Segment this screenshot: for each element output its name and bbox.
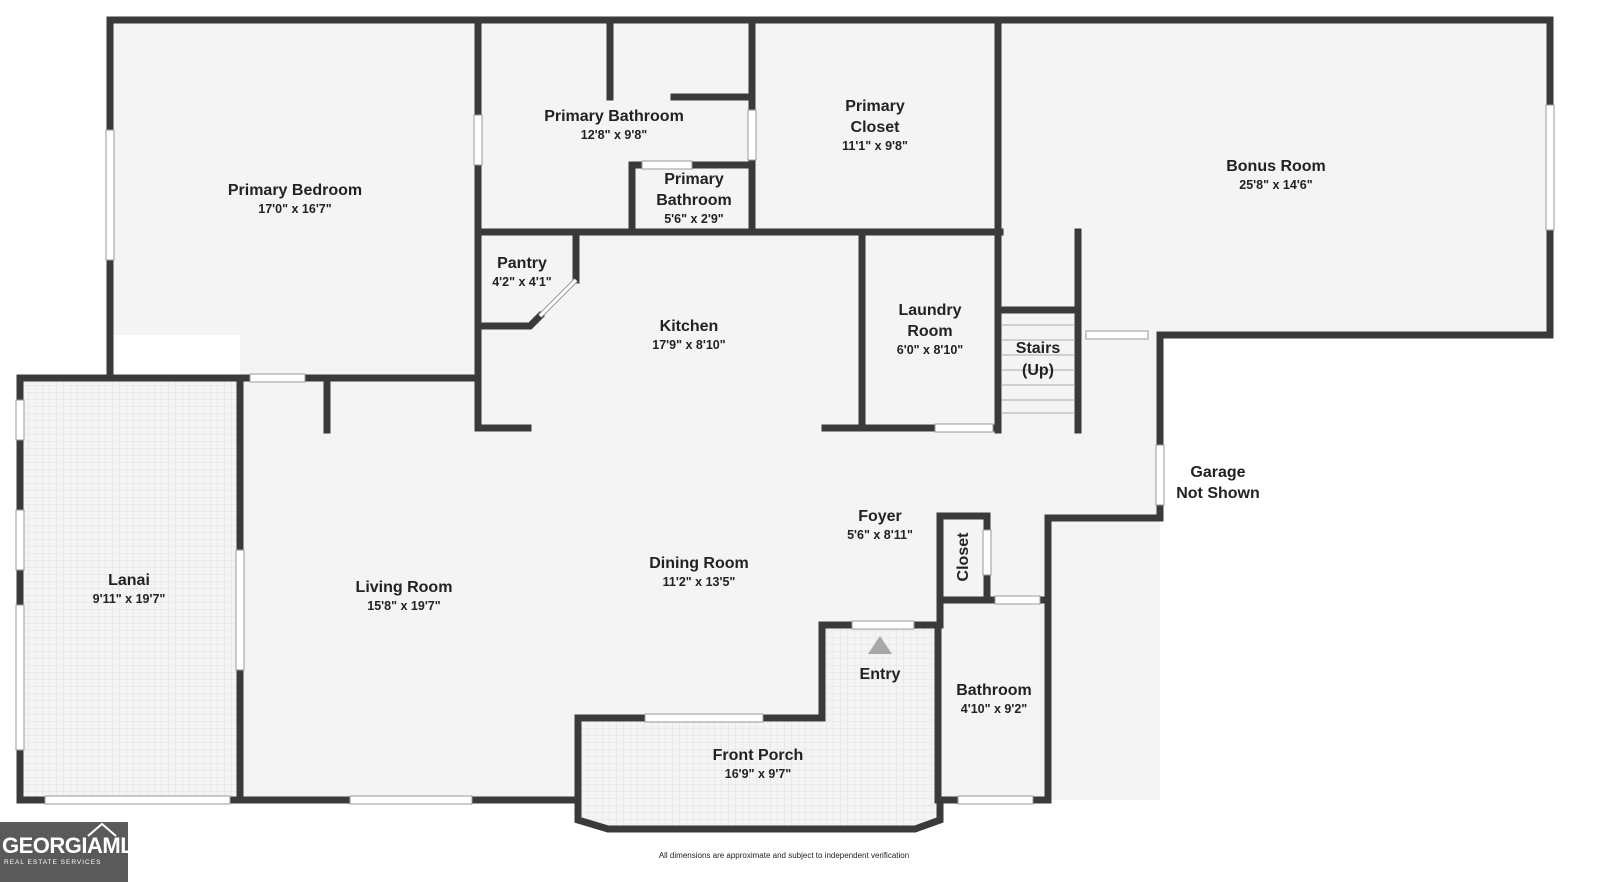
entry-arrow-icon — [868, 636, 892, 654]
primary-closet-dims: 11'1" x 9'8" — [842, 139, 908, 153]
windows — [15, 104, 1555, 805]
primary-bedroom-label: Primary Bedroom — [228, 182, 362, 199]
kitchen-dims: 17'9" x 8'10" — [652, 338, 725, 352]
living-room-dims: 15'8" x 19'7" — [367, 599, 440, 613]
foyer-dims: 5'6" x 8'11" — [847, 528, 913, 542]
foyer-label: Foyer — [858, 508, 902, 525]
porch-tile-floor — [578, 625, 938, 829]
bathroom-dims: 4'10" x 9'2" — [961, 702, 1028, 716]
stair-treads — [1002, 324, 1075, 414]
entry-label: Entry — [860, 666, 901, 683]
small-bathroom-label-line1: Primary — [664, 171, 724, 188]
kitchen-label: Kitchen — [660, 318, 719, 335]
stairs-label-line1: Stairs — [1016, 340, 1061, 357]
walls — [16, 16, 1554, 833]
lanai-label: Lanai — [108, 572, 150, 589]
floor-fills — [20, 20, 1550, 829]
laundry-dims: 6'0" x 8'10" — [897, 343, 964, 357]
bathroom-label: Bathroom — [956, 682, 1032, 699]
living-room-label: Living Room — [356, 579, 453, 596]
dining-room-label: Dining Room — [649, 555, 749, 572]
pantry-label: Pantry — [497, 255, 547, 272]
laundry-label-line2: Room — [907, 323, 952, 340]
front-porch-dims: 16'9" x 9'7" — [725, 767, 792, 781]
closet-label: Closet — [955, 532, 972, 582]
logo-main-text: GEORGIAMLS — [2, 833, 147, 858]
primary-bathroom-dims: 12'8" x 9'8" — [581, 128, 648, 142]
garage-label-line1: Garage — [1190, 464, 1245, 481]
laundry-label-line1: Laundry — [898, 302, 961, 319]
logo-sub-text: REAL ESTATE SERVICES — [4, 859, 101, 866]
stairs-label-line2: (Up) — [1022, 362, 1054, 379]
bonus-room-label: Bonus Room — [1226, 158, 1326, 175]
georgia-mls-logo: GEORGIAMLS REAL ESTATE SERVICES — [0, 822, 148, 882]
room-labels: Primary Bedroom 17'0" x 16'7" Primary Ba… — [93, 98, 1326, 781]
garage-label-line2: Not Shown — [1176, 485, 1260, 502]
dimensions-disclaimer: All dimensions are approximate and subje… — [659, 851, 909, 860]
front-porch-label: Front Porch — [713, 747, 804, 764]
primary-closet-label-line1: Primary — [845, 98, 905, 115]
bonus-room-dims: 25'8" x 14'6" — [1239, 178, 1312, 192]
lanai-dims: 9'11" x 19'7" — [93, 592, 166, 606]
lanai-tile-floor — [20, 380, 240, 800]
small-bathroom-label-line2: Bathroom — [656, 192, 732, 209]
primary-closet-label-line2: Closet — [851, 119, 901, 136]
primary-bathroom-label: Primary Bathroom — [544, 108, 684, 125]
dining-room-dims: 11'2" x 13'5" — [663, 575, 736, 589]
primary-bedroom-dims: 17'0" x 16'7" — [258, 202, 331, 216]
pantry-dims: 4'2" x 4'1" — [492, 275, 552, 289]
small-bathroom-dims: 5'6" x 2'9" — [664, 212, 724, 226]
